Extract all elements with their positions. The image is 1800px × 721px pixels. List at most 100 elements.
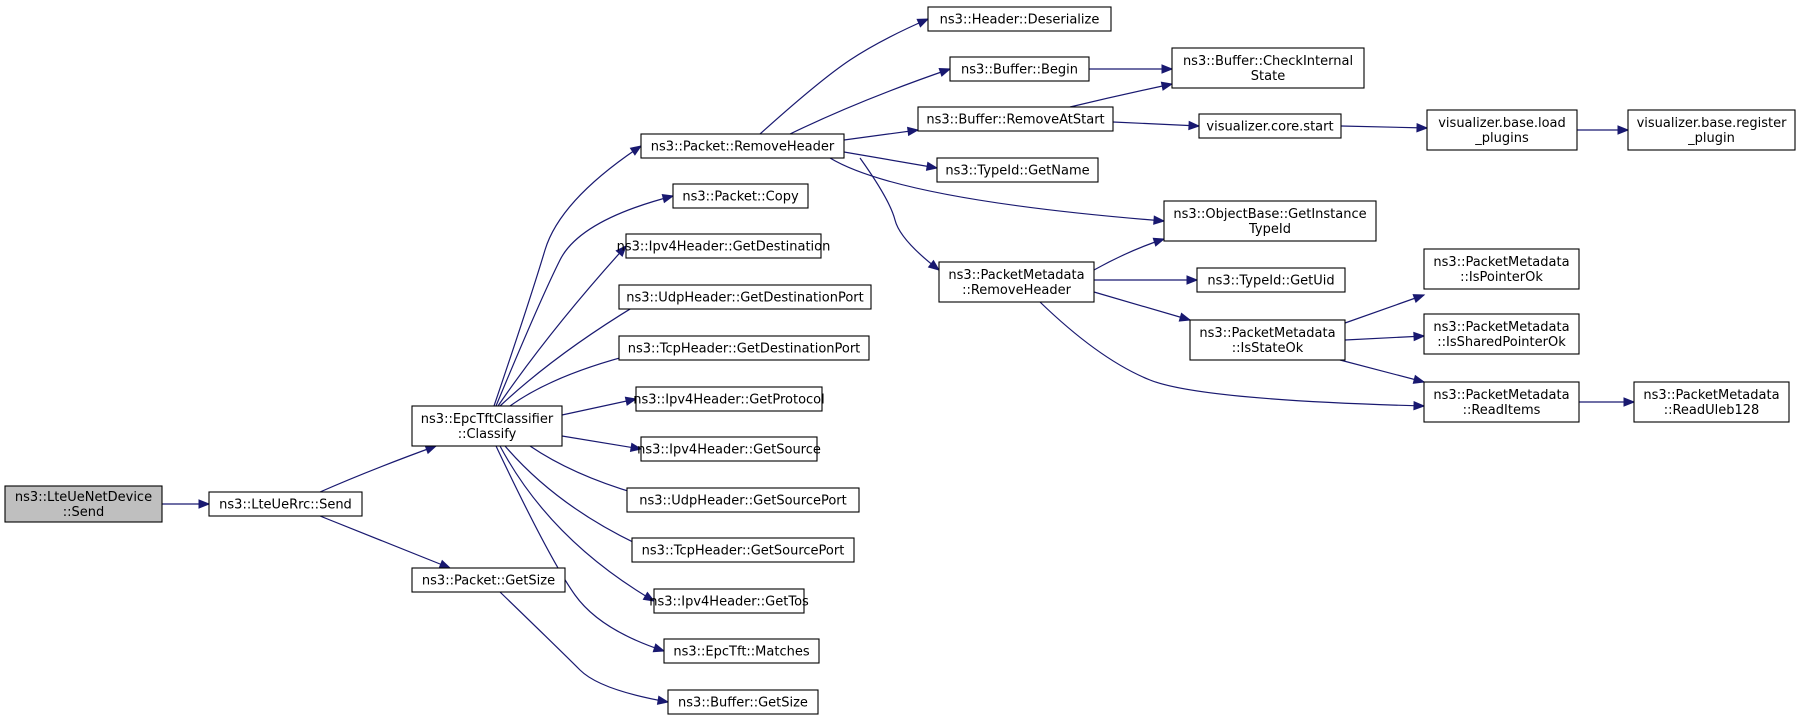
node-ipv4-getproto[interactable]: ns3::Ipv4Header::GetProtocol [633, 386, 825, 412]
node-buffer-getsize[interactable]: ns3::Buffer::GetSize [667, 689, 819, 715]
node-buffer-begin[interactable]: ns3::Buffer::Begin [949, 56, 1090, 82]
node-classify[interactable]: ns3::EpcTftClassifier::Classify [411, 405, 563, 447]
edge-line [504, 445, 651, 551]
edge-pm_isstateok-to-pm_issharedpointerok [1344, 331, 1426, 342]
node-ltenetdev-send[interactable]: ns3::LteUeNetDevice::Send [4, 485, 163, 523]
node-label: ::Classify [458, 427, 517, 442]
node-box [936, 157, 1099, 183]
node-ipv4-gettos[interactable]: ns3::Ipv4Header::GetTos [649, 588, 809, 614]
node-box [631, 537, 855, 563]
edge-line [1344, 294, 1425, 324]
node-label: ::IsPointerOk [1460, 270, 1543, 285]
node-label: ns3::Ipv4Header::GetSource [637, 443, 821, 458]
node-label: ns3::TcpHeader::GetSourcePort [642, 544, 845, 559]
arrowhead [1186, 275, 1199, 285]
edge-packet_removeheader-to-buffer_begin [789, 67, 952, 135]
node-box [663, 638, 820, 664]
node-box [1423, 381, 1580, 423]
node-tcp-getsrcport[interactable]: ns3::TcpHeader::GetSourcePort [631, 537, 855, 563]
edge-line [759, 18, 929, 135]
edge-classify-to-ipv4_getproto [561, 396, 638, 416]
arrowhead [198, 499, 211, 509]
node-packet-copy[interactable]: ns3::Packet::Copy [672, 183, 809, 209]
edge-packet_removeheader-to-buffer_removeatstart [843, 126, 920, 141]
node-box [618, 335, 870, 361]
node-box [672, 183, 809, 209]
edge-packet_removeheader-to-header_deserialize [759, 18, 930, 135]
node-packet-removeheader[interactable]: ns3::Packet::RemoveHeader [640, 133, 845, 159]
arrowhead [615, 245, 627, 257]
node-label: ns3::Ipv4Header::GetProtocol [633, 393, 825, 408]
node-box [917, 106, 1114, 132]
edge-lterrc_send-to-packet_getsize [319, 515, 452, 569]
edge-classify-to-ipv4_gettos [499, 445, 656, 602]
edge-pm_readitems-to-pm_readuleb128 [1579, 397, 1636, 407]
node-typeid-getname[interactable]: ns3::TypeId::GetName [936, 157, 1099, 183]
node-label: _plugin [1687, 131, 1735, 146]
node-label: ns3::PacketMetadata [1199, 326, 1335, 341]
edge-line [495, 195, 674, 407]
node-packet-getsize[interactable]: ns3::Packet::GetSize [411, 567, 566, 593]
node-vis-base-register[interactable]: visualizer.base.register_plugin [1627, 109, 1796, 151]
node-label: State [1251, 69, 1285, 84]
node-header-deserialize[interactable]: ns3::Header::Deserialize [927, 6, 1112, 32]
arrowhead [925, 161, 939, 171]
arrowhead [1161, 64, 1174, 74]
node-label: ns3::Buffer::GetSize [678, 696, 808, 711]
node-pm-issharedpointerok[interactable]: ns3::PacketMetadata::IsSharedPointerOk [1423, 313, 1580, 355]
nodes-layer: ns3::LteUeNetDevice::Send ns3::LteUeRrc::… [4, 6, 1796, 715]
edge-classify-to-packet_removeheader [493, 145, 643, 407]
node-udp-getdestport[interactable]: ns3::UdpHeader::GetDestinationPort [618, 284, 872, 310]
node-pm-ispointerok[interactable]: ns3::PacketMetadata::IsPointerOk [1423, 248, 1580, 290]
edge-pm_isstateok-to-pm_ispointerok [1344, 294, 1426, 324]
node-label: ns3::UdpHeader::GetDestinationPort [626, 291, 863, 306]
edge-pm_isstateok-to-pm_readitems [1339, 359, 1426, 384]
node-tcp-getdestport[interactable]: ns3::TcpHeader::GetDestinationPort [618, 335, 870, 361]
node-box [640, 133, 845, 159]
node-udp-getsrcport[interactable]: ns3::UdpHeader::GetSourcePort [626, 487, 860, 513]
node-pm-readuleb128[interactable]: ns3::PacketMetadata::ReadUleb128 [1633, 381, 1790, 423]
edge-line [789, 68, 951, 135]
node-box [411, 567, 566, 593]
edge-line [319, 515, 451, 569]
arrowhead [1416, 123, 1429, 133]
edges-layer [162, 18, 1636, 705]
node-pm-isstateok[interactable]: ns3::PacketMetadata::IsStateOk [1189, 319, 1346, 361]
arrowhead [1153, 215, 1166, 225]
edge-classify-to-ipv4_getdest [497, 245, 627, 407]
node-ipv4-getsource[interactable]: ns3::Ipv4Header::GetSource [637, 436, 821, 462]
edge-line [1112, 121, 1200, 127]
node-typeid-getuid[interactable]: ns3::TypeId::GetUid [1196, 267, 1346, 293]
edge-packet_getsize-to-buffer_getsize [499, 591, 670, 705]
arrowhead [927, 259, 941, 271]
edge-classify-to-epctft_matches [495, 445, 666, 653]
edge-line [561, 435, 642, 450]
arrowhead [629, 442, 643, 452]
arrowhead [438, 559, 452, 569]
node-ipv4-getdest[interactable]: ns3::Ipv4Header::GetDestination [617, 233, 831, 259]
node-label: ns3::TcpHeader::GetDestinationPort [628, 342, 861, 357]
node-box [667, 689, 819, 715]
node-epctft-matches[interactable]: ns3::EpcTft::Matches [663, 638, 820, 664]
node-box [411, 405, 563, 447]
node-buffer-removeatstart[interactable]: ns3::Buffer::RemoveAtStart [917, 106, 1114, 132]
node-vis-core-start[interactable]: visualizer.core.start [1198, 113, 1342, 139]
node-lterrc-send[interactable]: ns3::LteUeRrc::Send [208, 491, 363, 517]
edge-vis_core_start-to-vis_base_load [1340, 123, 1429, 133]
node-pm-removeheader[interactable]: ns3::PacketMetadata::RemoveHeader [938, 261, 1095, 303]
edge-line [495, 445, 665, 652]
node-box [1189, 319, 1346, 361]
node-box [208, 491, 363, 517]
arrowhead [624, 396, 638, 406]
arrowhead [629, 145, 643, 156]
node-label: ns3::Header::Deserialize [940, 13, 1100, 28]
node-label: ns3::Ipv4Header::GetDestination [617, 240, 831, 255]
edge-pm_removeheader-to-pm_isstateok [1093, 291, 1192, 322]
node-label: _plugins [1474, 131, 1529, 146]
node-pm-readitems[interactable]: ns3::PacketMetadata::ReadItems [1423, 381, 1580, 423]
node-vis-base-load[interactable]: visualizer.base.load_plugins [1426, 109, 1578, 151]
node-label: ns3::Buffer::RemoveAtStart [926, 113, 1104, 128]
edge-pm_removeheader-to-pm_readitems [1039, 301, 1426, 411]
